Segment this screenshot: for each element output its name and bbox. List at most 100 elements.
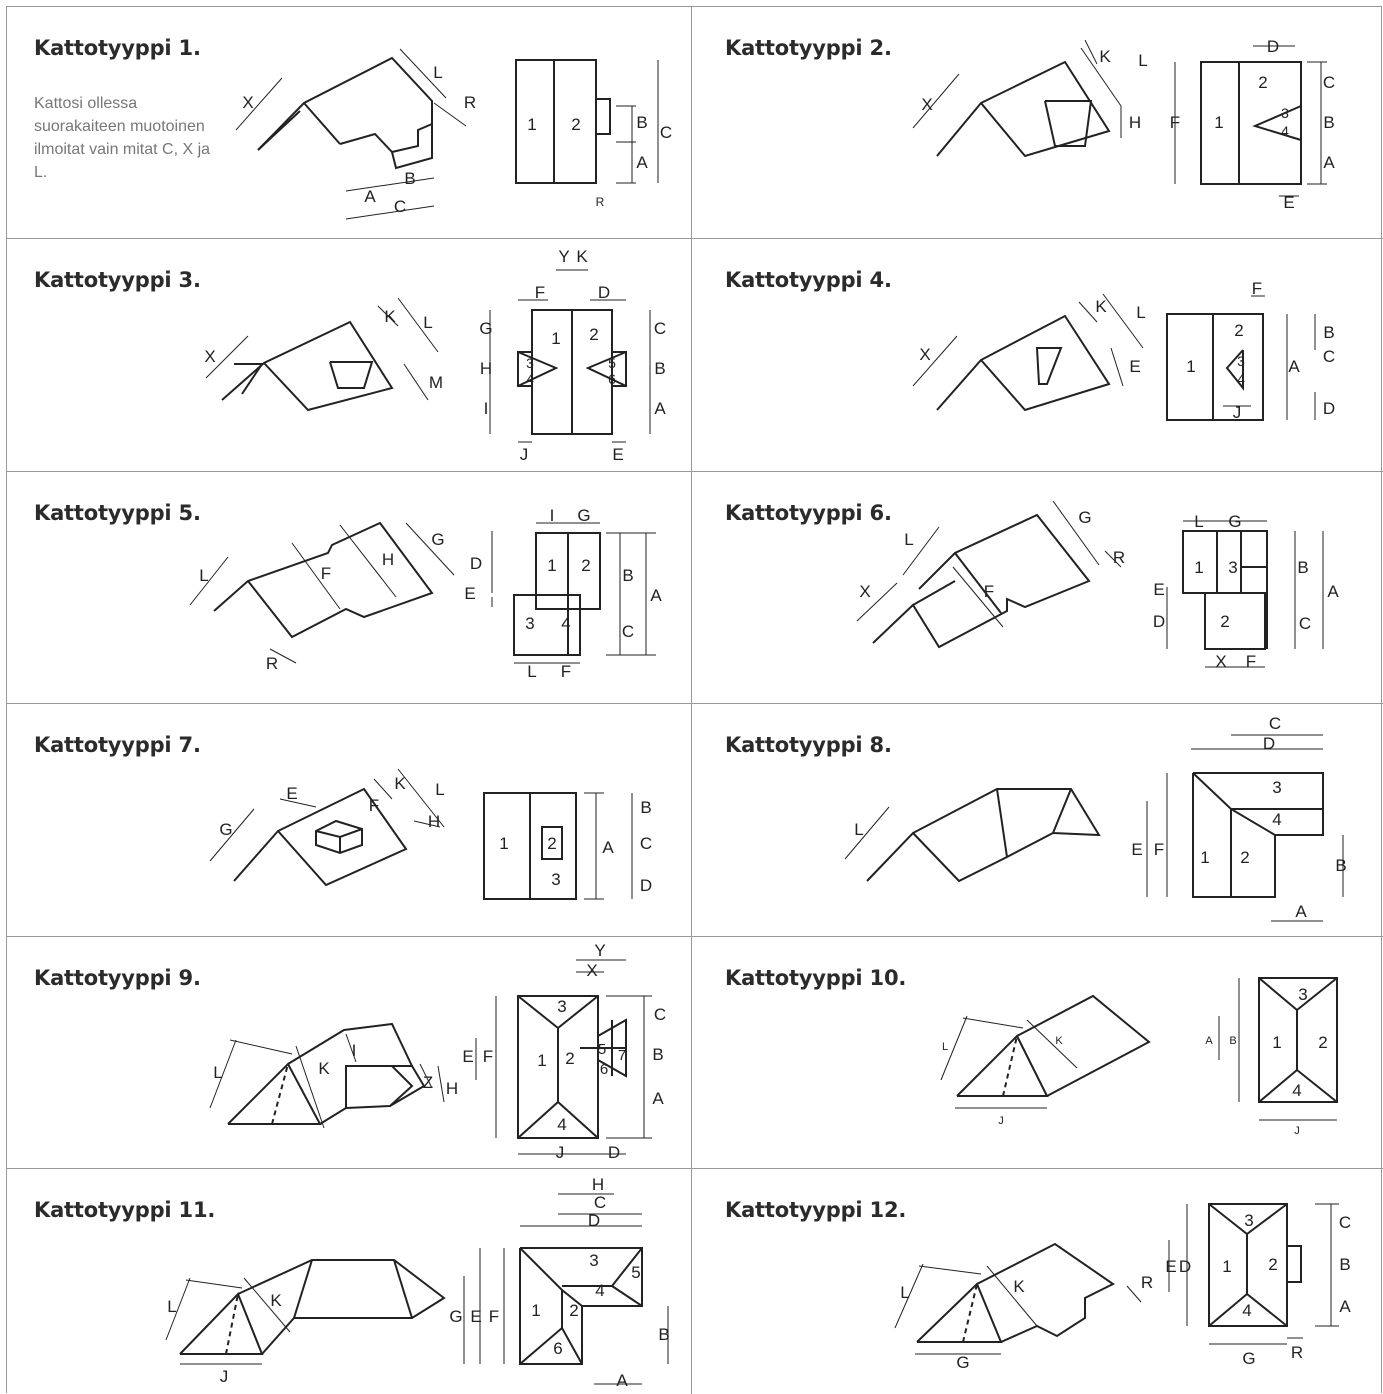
roof-type-title: Kattotyyppi 1.: [34, 36, 201, 60]
grid-frame: [6, 6, 1382, 1393]
section-number: 1: [1186, 357, 1195, 376]
dimension-label: L: [213, 1063, 222, 1082]
dimension-label: B: [1297, 558, 1308, 577]
dimension-label: G: [1242, 1349, 1255, 1368]
section-number: 3: [526, 355, 534, 371]
dimension-label: G: [577, 506, 590, 525]
dimension-label: F: [1252, 279, 1262, 298]
section-number: 2: [1240, 848, 1249, 867]
dimension-label: B: [622, 566, 633, 585]
dimension-label: J: [1233, 403, 1242, 422]
dimension-label: R: [1141, 1273, 1153, 1292]
dimension-label: F: [1170, 113, 1180, 132]
dimension-label: B: [1323, 113, 1334, 132]
section-number: 4: [1292, 1081, 1301, 1100]
section-number: 2: [571, 115, 580, 134]
dimension-label: A: [616, 1371, 628, 1390]
section-number: 3: [1272, 778, 1281, 797]
section-number: 6: [600, 1061, 608, 1078]
roof-type-title: Kattotyyppi 2.: [725, 36, 892, 60]
roof-type-title: Kattotyyppi 11.: [34, 1198, 216, 1222]
dimension-label: F: [1154, 840, 1164, 859]
row-divider: [6, 238, 1383, 239]
dimension-label: B: [1323, 323, 1334, 342]
section-number: 4: [1272, 810, 1281, 829]
row-divider: [6, 703, 1383, 704]
section-number: 3: [551, 870, 560, 889]
dimension-label: X: [919, 345, 930, 364]
dimension-label: E: [1165, 1257, 1176, 1276]
dimension-label: M: [429, 373, 443, 392]
roof-type-note: Kattosi ollessa suorakaiteen muotoinen i…: [34, 95, 211, 181]
dimension-label: B: [652, 1045, 663, 1064]
dimension-label: G: [1078, 508, 1091, 527]
roof-type-title: Kattotyyppi 5.: [34, 501, 201, 525]
dimension-label: X: [204, 347, 215, 366]
section-number: 1: [499, 834, 508, 853]
section-number: 1: [1222, 1257, 1231, 1276]
dimension-label: X: [921, 95, 932, 114]
dimension-label: C: [1323, 347, 1335, 366]
dimension-label: F: [1246, 652, 1256, 671]
dimension-label: E: [286, 784, 297, 803]
column-divider: [691, 6, 692, 1394]
section-number: 4: [526, 371, 534, 387]
dimension-label: I: [484, 399, 489, 418]
dimension-label: K: [270, 1291, 282, 1310]
dimension-label: D: [1153, 612, 1165, 631]
dimension-label: B: [654, 359, 665, 378]
dimension-label: C: [1269, 714, 1281, 733]
dimension-label: E: [1283, 193, 1294, 212]
dimension-label: E: [1153, 580, 1164, 599]
dimension-label: A: [1323, 153, 1335, 172]
roof-type-9: Kattotyyppi 9.: [0, 936, 691, 1168]
dimension-label: G: [956, 1353, 969, 1372]
dimension-label: F: [483, 1047, 493, 1066]
section-number: 4: [1237, 371, 1245, 387]
section-number: 3: [1244, 1211, 1253, 1230]
dimension-label: G: [219, 820, 232, 839]
section-number: 2: [565, 1049, 574, 1068]
dimension-label: K: [318, 1059, 330, 1078]
section-number: 1: [531, 1301, 540, 1320]
dimension-label: C: [394, 197, 406, 216]
section-number: 6: [553, 1339, 562, 1358]
dimension-label: D: [588, 1211, 600, 1230]
section-number: 1: [1200, 848, 1209, 867]
dimension-label: C: [654, 319, 666, 338]
dimension-label: L: [435, 780, 444, 799]
dimension-label: E: [612, 445, 623, 464]
dimension-label: E: [1129, 357, 1140, 376]
dimension-label: D: [608, 1143, 620, 1162]
dimension-label: Y: [558, 247, 569, 266]
section-number: 2: [581, 556, 590, 575]
section-number: 3: [1237, 353, 1245, 369]
dimension-label: G: [431, 530, 444, 549]
dimension-label: B: [1335, 856, 1346, 875]
roof-type-title: Kattotyyppi 10.: [725, 966, 907, 990]
dimension-label: E: [462, 1047, 473, 1066]
dimension-label: R: [596, 195, 605, 209]
dimension-label: J: [520, 445, 529, 464]
dimension-label: R: [266, 654, 278, 673]
section-number: 4: [1281, 123, 1289, 139]
section-number: 4: [1242, 1301, 1251, 1320]
dimension-label: G: [479, 319, 492, 338]
dimension-label: R: [1113, 548, 1125, 567]
roof-type-title: Kattotyyppi 7.: [34, 733, 201, 757]
section-number: 1: [1214, 113, 1223, 132]
dimension-label: H: [446, 1079, 458, 1098]
dimension-label: D: [640, 876, 652, 895]
